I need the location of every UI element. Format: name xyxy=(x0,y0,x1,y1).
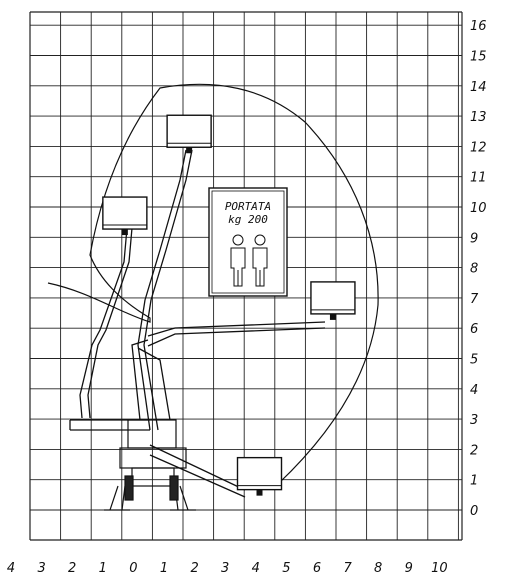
y-tick-label: 9 xyxy=(470,231,478,246)
x-tick-label: 8 xyxy=(374,561,382,576)
two-persons-icon xyxy=(230,234,268,287)
y-tick-label: 15 xyxy=(470,50,487,65)
boom-top xyxy=(137,149,193,431)
y-tick-label: 16 xyxy=(470,19,487,34)
x-tick-label: 4 xyxy=(252,561,260,576)
boom-bottom xyxy=(149,444,246,498)
x-tick-label: 10 xyxy=(431,561,448,576)
x-tick-label: 7 xyxy=(343,561,352,576)
y-tick-label: 5 xyxy=(470,353,478,368)
y-tick-label: 4 xyxy=(470,383,478,398)
x-tick-label: 3 xyxy=(221,561,229,576)
y-tick-label: 7 xyxy=(470,292,479,307)
x-tick-label: 4 xyxy=(7,561,15,576)
x-tick-label: 3 xyxy=(37,561,45,576)
y-tick-label: 6 xyxy=(470,322,478,337)
x-tick-label: 0 xyxy=(129,561,137,576)
chassis xyxy=(104,419,196,511)
basket-top xyxy=(166,114,212,154)
x-tick-label: 6 xyxy=(313,561,321,576)
x-tick-label: 5 xyxy=(282,561,290,576)
capacity-load: kg 200 xyxy=(228,213,268,226)
basket-right xyxy=(310,281,356,320)
y-tick-label: 13 xyxy=(470,110,487,125)
y-tick-label: 11 xyxy=(470,171,487,186)
capacity-sign: PORTATA kg 200 xyxy=(208,187,288,297)
y-tick-label: 8 xyxy=(470,262,478,277)
working-envelope xyxy=(47,83,379,487)
x-tick-label: 2 xyxy=(68,561,76,576)
basket-bottom xyxy=(236,456,283,496)
x-tick-label: 1 xyxy=(99,561,107,576)
y-tick-label: 1 xyxy=(470,474,478,489)
boom-right xyxy=(131,321,326,421)
x-tick-label: 9 xyxy=(405,561,413,576)
capacity-title: PORTATA xyxy=(225,200,271,213)
baskets xyxy=(102,114,356,496)
y-tick-label: 0 xyxy=(470,504,478,519)
x-tick-label: 1 xyxy=(160,561,168,576)
basket-upper-left xyxy=(102,196,148,236)
y-tick-label: 10 xyxy=(470,201,487,216)
y-tick-label: 2 xyxy=(470,443,478,458)
y-tick-label: 12 xyxy=(470,140,487,155)
x-tick-label: 2 xyxy=(190,561,198,576)
y-tick-label: 3 xyxy=(470,413,478,428)
y-tick-label: 14 xyxy=(470,80,487,95)
